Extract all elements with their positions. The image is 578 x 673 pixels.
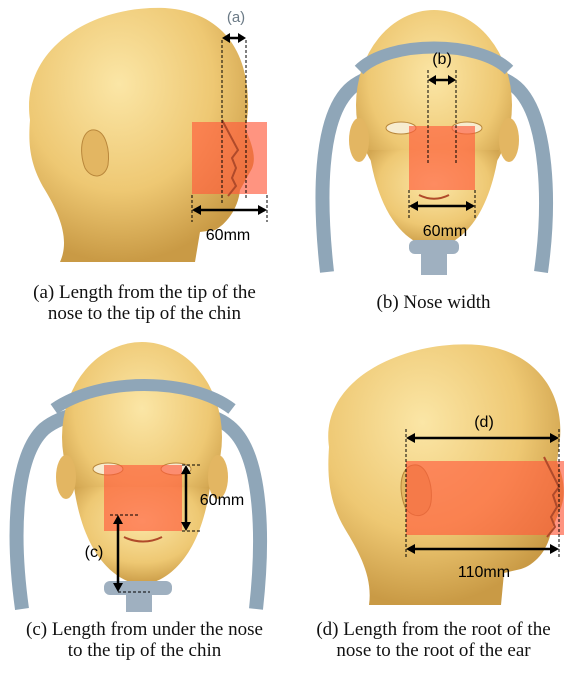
measurement-label: 110mm xyxy=(458,564,510,581)
caption-line-2: nose to the root of the ear xyxy=(289,640,578,661)
ear-left xyxy=(349,118,369,162)
marker-label: (a) xyxy=(227,9,245,26)
caption-line-1: (a) Length from the tip of the xyxy=(0,282,289,303)
panel-a: (a) 60mm (a) Length from the tip of the … xyxy=(0,0,289,336)
marker-label: (b) xyxy=(432,51,452,68)
ear-right xyxy=(499,118,519,162)
chin-rest xyxy=(409,240,459,254)
panel-d: (d) 110mm (d) Length from the root of th… xyxy=(289,337,578,673)
head-side-view-illustration: (d) 110mm xyxy=(289,337,578,612)
ear-left xyxy=(56,455,76,499)
highlight-region xyxy=(409,126,475,190)
head-front-view-illustration: (b) 60mm xyxy=(289,0,578,275)
head-side-view-illustration: (a) 60mm xyxy=(0,0,289,275)
highlight-region xyxy=(406,461,564,535)
caption-line-1: (c) Length from under the nose xyxy=(0,619,289,640)
arrowhead xyxy=(238,33,246,43)
caption: (b) Nose width xyxy=(289,292,578,313)
panel-b: (b) 60mm (b) Nose width xyxy=(289,0,578,336)
caption: (a) Length from the tip of the nose to t… xyxy=(0,282,289,324)
marker-label: (c) xyxy=(85,544,104,561)
panel-c: 60mm (c) (c) Length from under the nose … xyxy=(0,337,289,673)
caption-line-1: (d) Length from the root of the xyxy=(289,619,578,640)
caption: (c) Length from under the nose to the ti… xyxy=(0,619,289,661)
measurement-label: 60mm xyxy=(423,223,467,240)
measurement-label: 60mm xyxy=(200,492,244,509)
arrowhead xyxy=(258,205,267,215)
caption-line-2: to the tip of the chin xyxy=(0,640,289,661)
measurement-label: 60mm xyxy=(206,227,250,244)
caption-line-1: (b) Nose width xyxy=(289,292,578,313)
caption-line-2: nose to the tip of the chin xyxy=(0,303,289,324)
marker-label: (d) xyxy=(474,414,494,431)
caption: (d) Length from the root of the nose to … xyxy=(289,619,578,661)
arrowhead xyxy=(550,544,559,554)
head-front-view-illustration: 60mm (c) xyxy=(0,337,289,612)
